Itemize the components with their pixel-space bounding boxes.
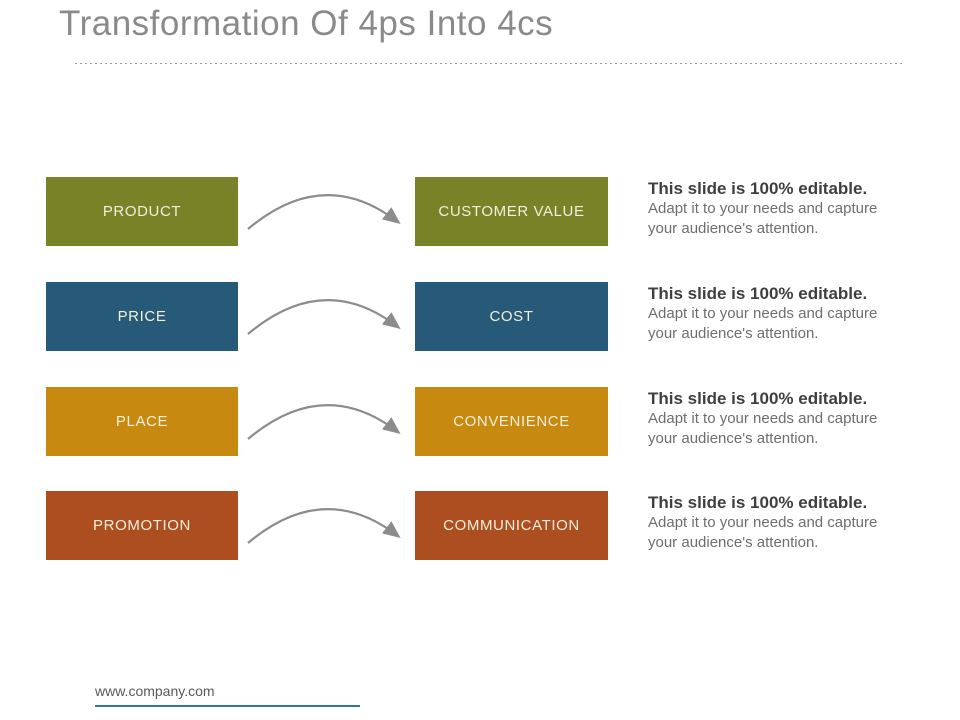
note-heading: This slide is 100% editable. xyxy=(648,179,868,198)
curved-arrow-icon xyxy=(247,508,401,544)
curved-arrow-icon xyxy=(247,299,401,335)
curved-arrow-icon xyxy=(247,194,401,230)
box-label: PRODUCT xyxy=(102,203,182,220)
box-promotion[interactable]: PROMOTION xyxy=(46,491,238,560)
curved-arrow-icon xyxy=(247,404,401,440)
editable-note: This slide is 100% editable. Adapt it to… xyxy=(648,388,908,449)
note-heading: This slide is 100% editable. xyxy=(648,493,868,512)
editable-note: This slide is 100% editable. Adapt it to… xyxy=(648,283,908,344)
box-label: PRICE xyxy=(117,308,167,325)
box-communication[interactable]: COMMUNICATION xyxy=(415,491,608,560)
box-price[interactable]: PRICE xyxy=(46,282,238,351)
box-label: CONVENIENCE xyxy=(453,413,570,430)
box-label: CUSTOMER VALUE xyxy=(438,203,585,220)
note-heading: This slide is 100% editable. xyxy=(648,284,868,303)
box-customer-value[interactable]: CUSTOMER VALUE xyxy=(415,177,608,246)
page-title: Transformation Of 4ps Into 4cs xyxy=(59,4,554,43)
box-label: PLACE xyxy=(115,413,169,430)
box-label: COMMUNICATION xyxy=(443,517,580,534)
transformation-row-product: PRODUCT CUSTOMER VALUE This slide is 100… xyxy=(0,177,960,246)
editable-note: This slide is 100% editable. Adapt it to… xyxy=(648,492,908,553)
note-body: Adapt it to your needs and capture your … xyxy=(648,410,878,447)
box-convenience[interactable]: CONVENIENCE xyxy=(415,387,608,456)
note-body: Adapt it to your needs and capture your … xyxy=(648,514,878,551)
note-body: Adapt it to your needs and capture your … xyxy=(648,305,878,342)
footer-divider xyxy=(95,705,360,707)
box-place[interactable]: PLACE xyxy=(46,387,238,456)
editable-note: This slide is 100% editable. Adapt it to… xyxy=(648,178,908,239)
transformation-row-price: PRICE COST This slide is 100% editable. … xyxy=(0,282,960,351)
footer-website-link[interactable]: www.company.com xyxy=(95,683,215,699)
note-body: Adapt it to your needs and capture your … xyxy=(648,200,878,237)
title-divider xyxy=(75,63,905,64)
box-label: PROMOTION xyxy=(93,517,191,534)
box-cost[interactable]: COST xyxy=(415,282,608,351)
note-heading: This slide is 100% editable. xyxy=(648,389,868,408)
transformation-row-place: PLACE CONVENIENCE This slide is 100% edi… xyxy=(0,387,960,456)
transformation-row-promotion: PROMOTION COMMUNICATION This slide is 10… xyxy=(0,491,960,560)
box-product[interactable]: PRODUCT xyxy=(46,177,238,246)
box-label: COST xyxy=(489,308,534,325)
